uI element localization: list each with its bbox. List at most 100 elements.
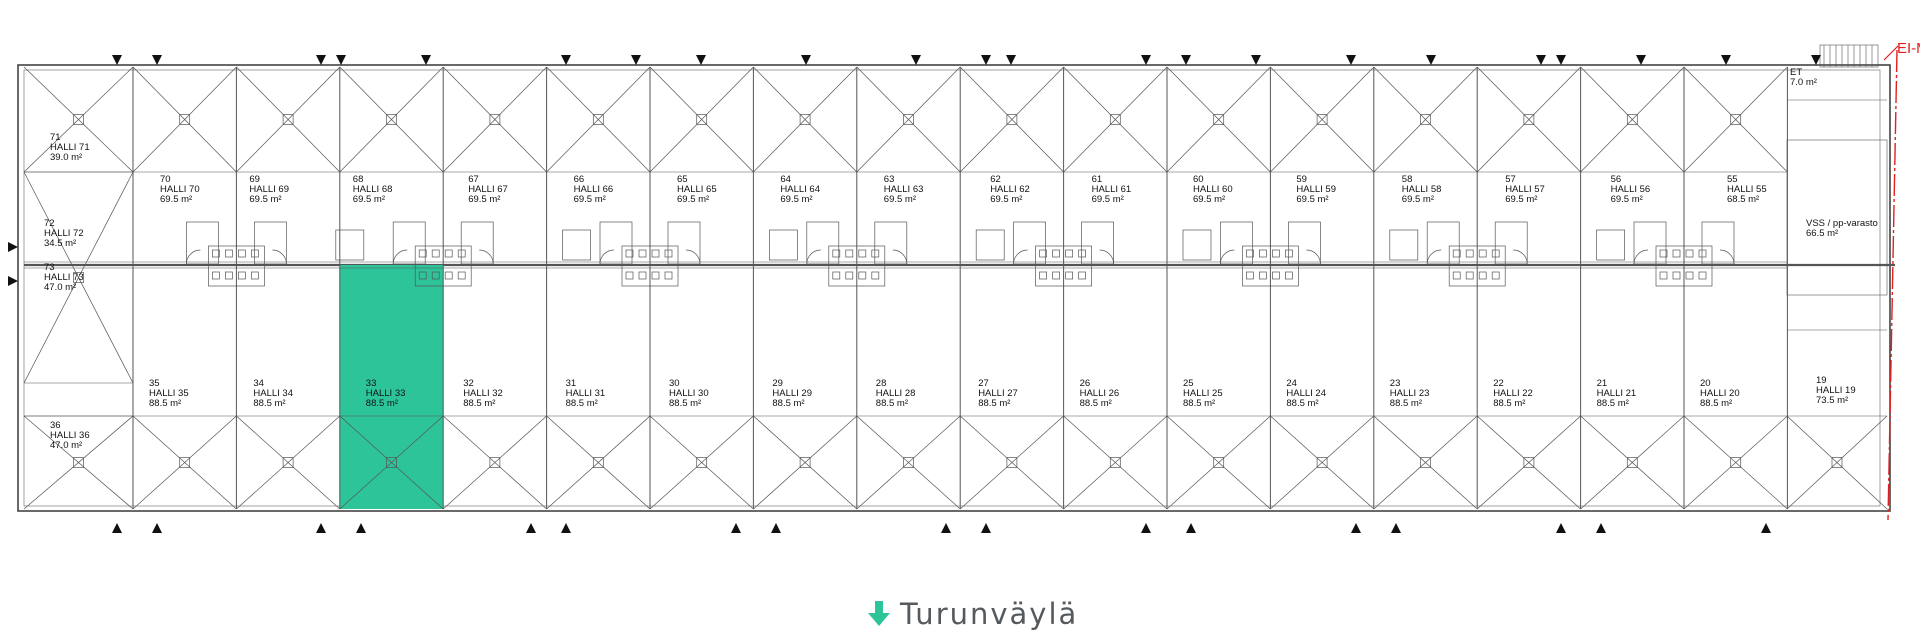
diagonal	[856, 415, 961, 510]
street-name: Turunväylä	[900, 597, 1079, 631]
sink-area	[621, 245, 679, 287]
roof-light	[1523, 457, 1535, 468]
door-swing	[186, 249, 201, 265]
entrance-arrow	[1426, 55, 1436, 65]
toilet-pod	[1494, 221, 1528, 265]
toilet-pod	[1701, 221, 1735, 265]
fixture	[1052, 271, 1060, 280]
fixture	[871, 271, 880, 280]
entrance-arrow	[152, 55, 162, 65]
fixture	[431, 249, 440, 258]
door-swing	[1013, 249, 1028, 265]
fixture	[1452, 249, 1461, 258]
storage-room	[1786, 139, 1888, 296]
roof-light	[386, 457, 397, 468]
fixture	[1078, 271, 1086, 280]
diagonal	[546, 415, 651, 510]
fixture	[625, 249, 634, 258]
fixture	[457, 271, 466, 280]
fixture	[845, 271, 854, 280]
toilet-pod	[392, 221, 426, 265]
diagonal	[442, 66, 547, 173]
sink-area	[1655, 245, 1713, 287]
fixture	[1285, 271, 1293, 280]
fixture	[845, 249, 854, 258]
fixture	[1259, 271, 1267, 280]
toilet-pod	[1220, 221, 1253, 265]
roof-light	[1420, 114, 1431, 125]
diagonal	[1683, 66, 1788, 173]
toilet-pod	[806, 221, 840, 265]
fixture	[638, 271, 647, 280]
toilet-pod	[1288, 221, 1321, 265]
door-swing	[1306, 249, 1321, 265]
diagonal	[649, 66, 754, 173]
fixture	[1078, 249, 1086, 258]
roof-light	[1730, 457, 1742, 468]
roof-light	[179, 114, 191, 125]
fixture	[858, 271, 867, 280]
entrance-arrow	[1391, 523, 1401, 533]
fixture	[625, 271, 634, 280]
door-swing	[685, 249, 701, 265]
toilet-pod	[1081, 221, 1114, 265]
diagonal	[1063, 66, 1168, 173]
fixture	[664, 249, 673, 258]
door-swing	[272, 249, 287, 265]
diagonal	[236, 415, 341, 510]
roof-light	[73, 114, 84, 125]
roof-light	[1523, 114, 1535, 125]
entrance-arrow	[631, 55, 641, 65]
roof-light	[73, 272, 84, 283]
diagonal	[1373, 415, 1478, 510]
entrance-arrow	[356, 523, 366, 533]
entrance-arrow	[1636, 55, 1646, 65]
sink-area	[208, 245, 265, 287]
diagonal	[1786, 415, 1888, 510]
roof-light	[1213, 457, 1225, 468]
diagonal	[23, 66, 134, 173]
sink-area	[1242, 245, 1299, 287]
boundary-line	[1887, 49, 1898, 521]
toilet-pod	[599, 221, 633, 265]
entrance-arrow	[1556, 55, 1566, 65]
entrance-arrow	[1186, 523, 1196, 533]
fixture	[1659, 271, 1668, 280]
toilet-pod	[562, 229, 591, 261]
arrow-down-icon	[868, 601, 890, 626]
diagonal	[442, 415, 547, 510]
fixture	[651, 249, 660, 258]
fixture	[1659, 249, 1668, 258]
roof-light	[1109, 457, 1121, 468]
roof-light	[903, 457, 914, 468]
entrance-arrow	[152, 523, 162, 533]
roof-light	[489, 114, 501, 125]
roof-light	[696, 457, 708, 468]
door-swing	[1633, 249, 1649, 265]
roof-light	[592, 114, 604, 125]
roof-light	[1316, 114, 1328, 125]
roof-light	[592, 457, 604, 468]
fixture	[1272, 271, 1280, 280]
fixture	[1698, 271, 1707, 280]
boundary-line	[1883, 45, 1899, 61]
stairs	[1819, 44, 1879, 68]
